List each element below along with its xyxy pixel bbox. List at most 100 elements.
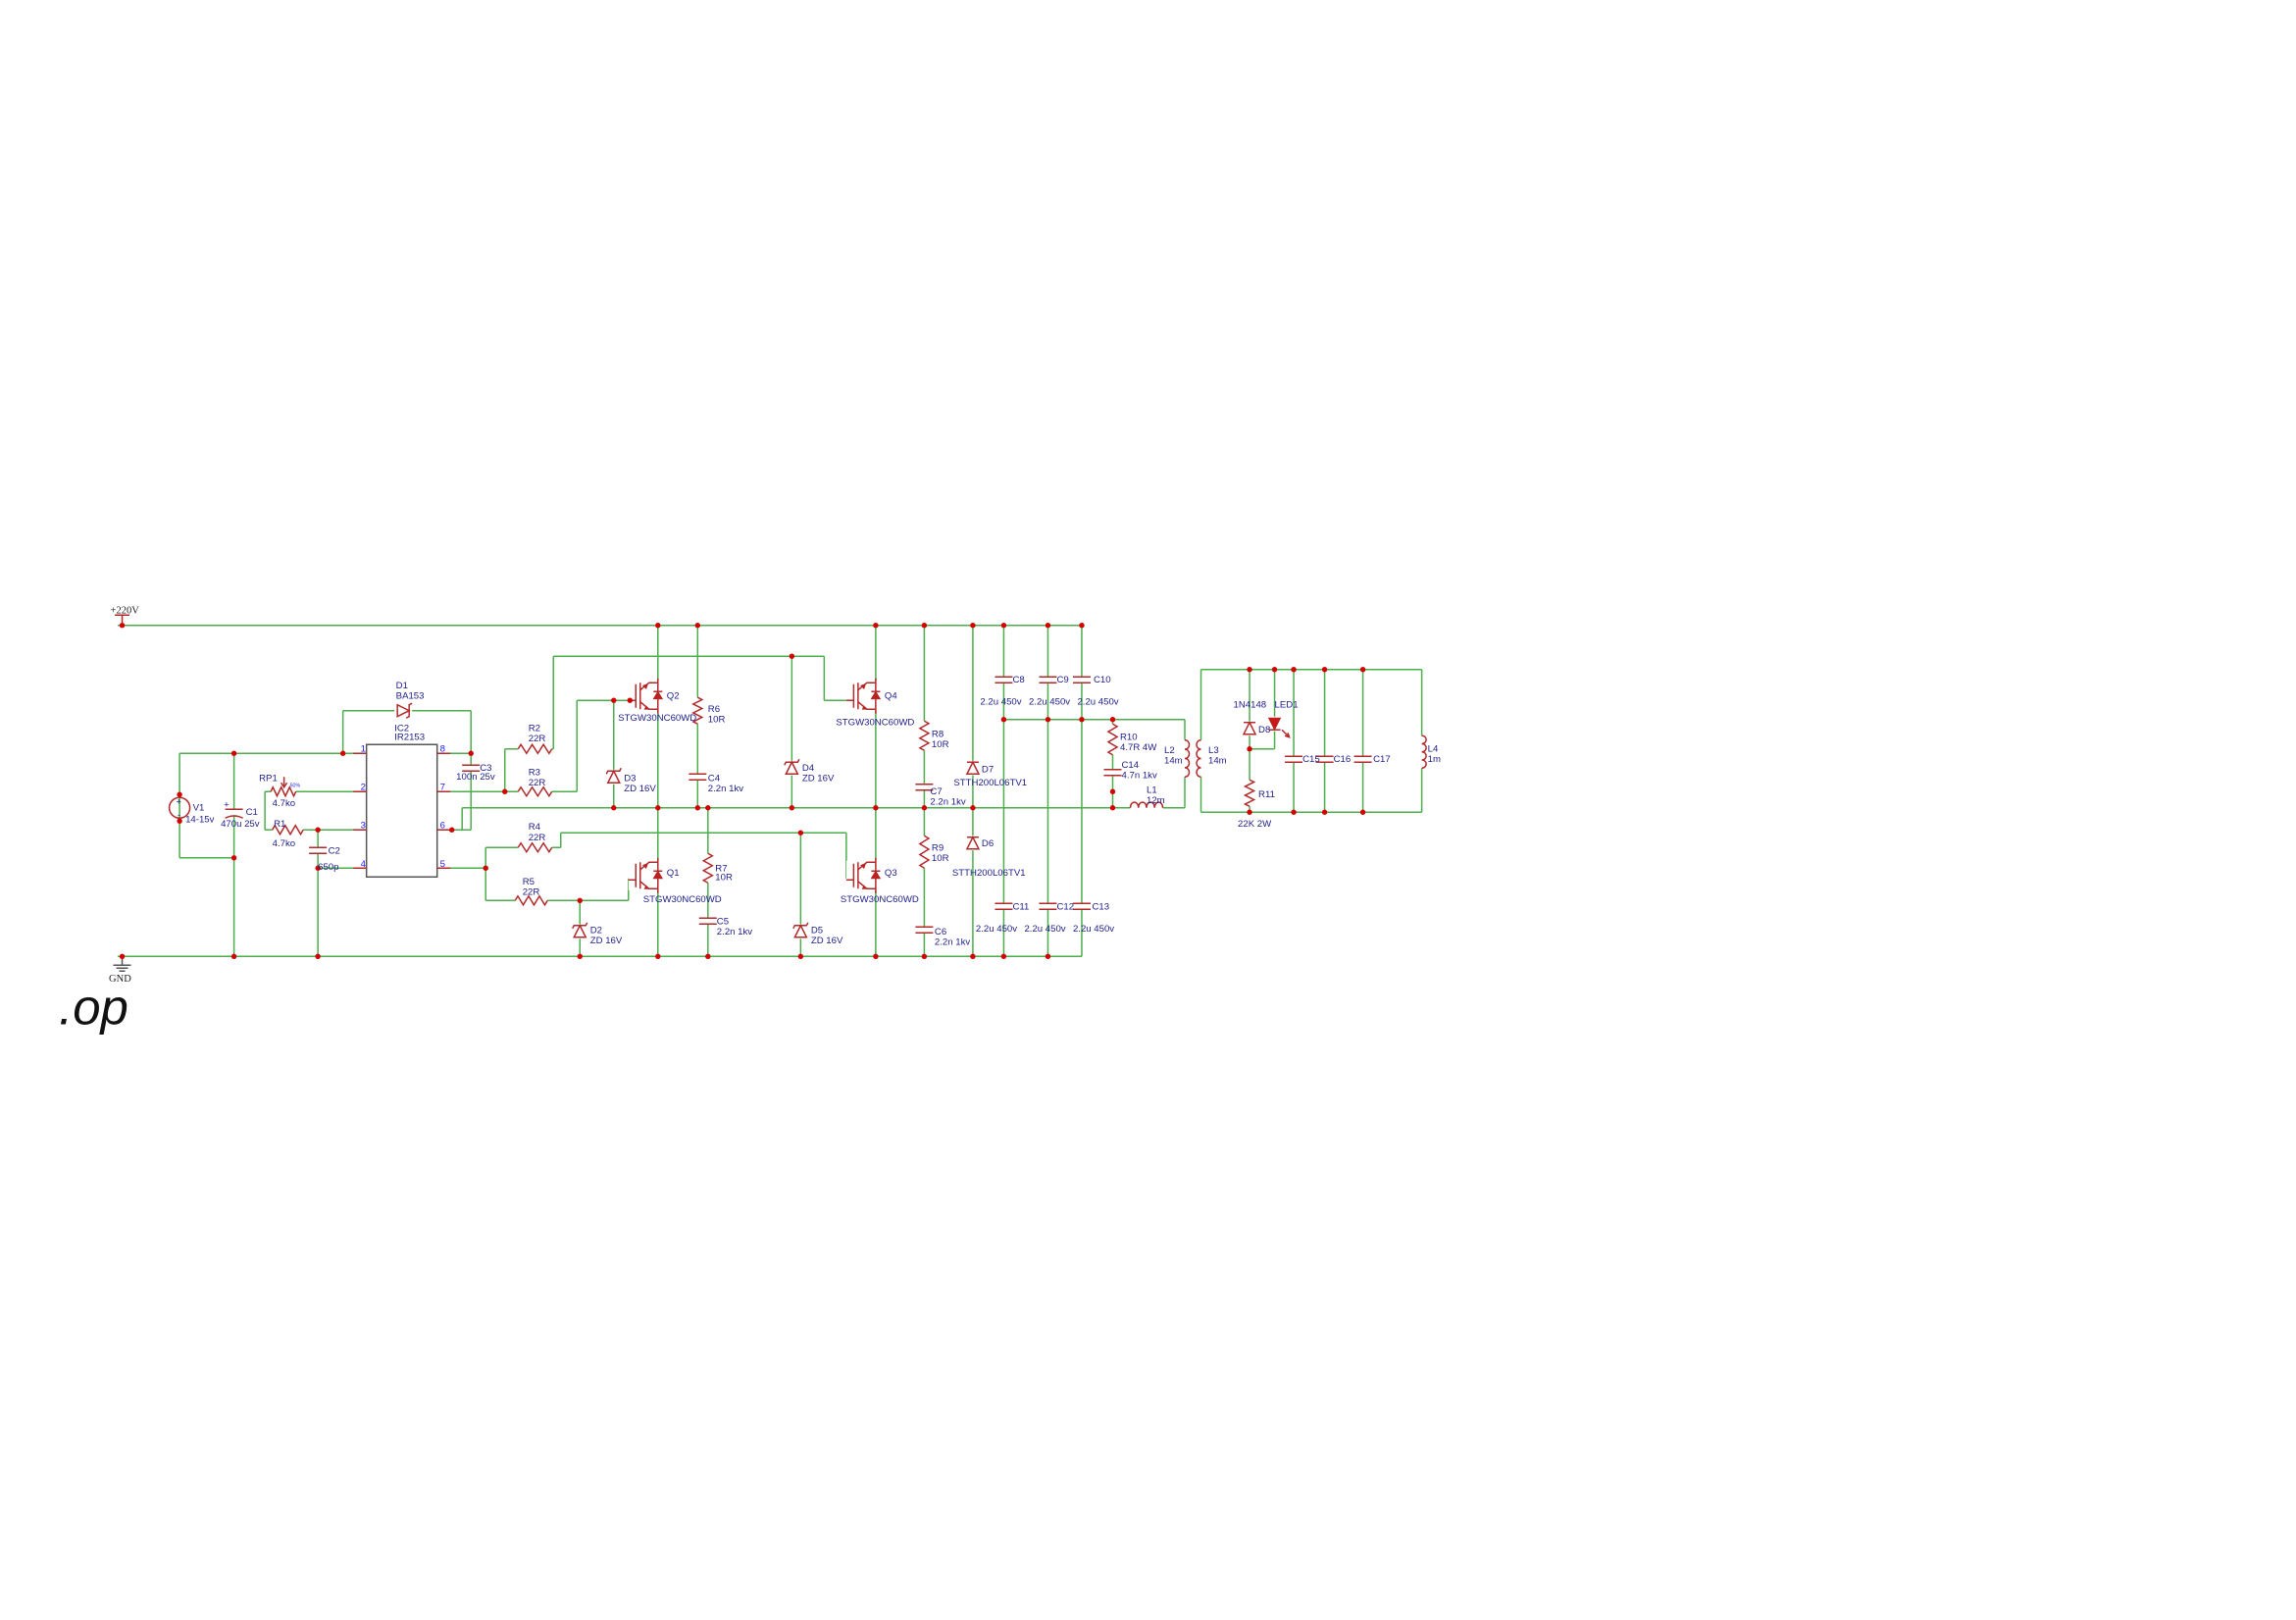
plus-icon: + — [224, 800, 230, 811]
value-label-D8: 1N4148 — [1234, 700, 1267, 711]
ref-label-Q3: Q3 — [885, 868, 897, 879]
resistor-R7 — [701, 852, 714, 884]
junction-dot — [502, 788, 508, 794]
ref-label-L4: L4 — [1428, 744, 1439, 755]
junction-dot — [873, 953, 879, 959]
junction-dot — [177, 791, 182, 797]
junction-dot — [694, 622, 701, 629]
value-label-V1: 14-15v — [185, 815, 215, 826]
capacitor-C3 — [462, 764, 481, 772]
igbt-Q1 — [628, 857, 667, 893]
zener-D2 — [572, 922, 588, 939]
junction-dot — [1000, 717, 1007, 723]
capacitor-C11 — [995, 902, 1013, 911]
zener-D4 — [784, 758, 800, 776]
value-label-Q2: STGW30NC60WD — [618, 713, 696, 724]
junction-dot — [627, 697, 633, 703]
ref-label-C15: C15 — [1302, 754, 1320, 765]
junction-dot — [655, 953, 661, 959]
value-label-Q3: STGW30NC60WD — [841, 894, 919, 905]
diode-D6 — [965, 835, 981, 851]
ref-label-C13: C13 — [1092, 901, 1109, 912]
sheet-title: .op — [59, 979, 128, 1035]
junction-dot — [315, 827, 321, 833]
minus-icon: - — [178, 810, 180, 821]
value-label-D2: ZD 16V — [590, 936, 623, 946]
junction-dot — [1045, 622, 1051, 629]
junction-dot — [694, 805, 701, 811]
value-label-D5: ZD 16V — [811, 936, 843, 946]
junction-dot — [655, 805, 661, 811]
ref-label-C14: C14 — [1121, 760, 1139, 771]
diode-D1 — [394, 702, 413, 719]
junction-dot — [921, 805, 928, 811]
junction-dot — [611, 697, 617, 703]
junction-dot — [655, 622, 661, 629]
ref-label-D1: D1 — [396, 681, 408, 691]
ref-label-R4: R4 — [529, 822, 541, 833]
ref-label-R2: R2 — [529, 724, 540, 734]
resistor-R3 — [517, 785, 553, 798]
value-label-C8: 2.2u 450v — [980, 697, 1021, 708]
value-label-R6: 10R — [708, 715, 726, 726]
junction-dot — [577, 897, 583, 903]
ref-label-D6: D6 — [982, 838, 994, 849]
value-label-C9: 2.2u 450v — [1029, 697, 1070, 708]
capacitor-C14 — [1103, 768, 1122, 777]
junction-dot — [1109, 717, 1116, 723]
ref-label-C6: C6 — [935, 927, 946, 937]
value-label-R5: 22R — [523, 886, 540, 897]
junction-dot — [1247, 667, 1252, 673]
junction-dot — [315, 953, 321, 959]
capacitor-C8 — [995, 676, 1013, 683]
ref-label-R11: R11 — [1258, 789, 1275, 800]
ic-pin-number: 2 — [361, 783, 366, 793]
junction-dot — [1247, 809, 1252, 815]
junction-dot — [339, 750, 346, 756]
ic-pin-number: 7 — [440, 783, 445, 793]
capacitor-C12 — [1039, 902, 1057, 911]
ref-label-D7: D7 — [982, 765, 994, 776]
igbt-Q3 — [845, 857, 885, 893]
ref-label-D4: D4 — [802, 763, 815, 774]
junction-dot — [1359, 667, 1366, 673]
ref-label-L1: L1 — [1147, 785, 1157, 796]
wires — [118, 624, 1423, 958]
ref-label-LED1: LED1 — [1275, 700, 1299, 711]
value-label-C11: 2.2u 450v — [976, 924, 1017, 935]
junction-dot — [468, 750, 474, 756]
junction-dot — [577, 953, 583, 959]
junction-dot — [1079, 717, 1085, 723]
junction-dot — [177, 818, 182, 824]
capacitor-C4 — [689, 773, 707, 781]
wiper-position: 50% — [290, 784, 301, 789]
value-label-C10: 2.2u 450v — [1077, 697, 1118, 708]
ref-label-C12: C12 — [1056, 901, 1074, 912]
junction-dot — [1045, 953, 1051, 959]
junction-dot — [1109, 788, 1116, 794]
value-label-R10: 4.7R 4W — [1120, 742, 1157, 753]
capacitor-C10 — [1072, 676, 1091, 683]
resistor-R8 — [918, 720, 931, 751]
ref-label-C11: C11 — [1012, 901, 1029, 912]
ref-label-RP1: RP1 — [259, 774, 278, 785]
junction-dot — [230, 855, 237, 861]
capacitor-C9 — [1039, 676, 1057, 683]
zener-D5 — [792, 922, 809, 939]
igbt-Q2 — [628, 678, 667, 714]
value-label-C4: 2.2n 1kv — [708, 784, 743, 794]
junction-dot — [873, 622, 879, 629]
value-label-C12: 2.2u 450v — [1024, 924, 1065, 935]
junction-dot — [1247, 746, 1252, 752]
diode-D8 — [1242, 721, 1257, 736]
junction-dot — [1000, 622, 1007, 629]
junction-dot — [1291, 809, 1297, 815]
voltage-source-V1: +- — [168, 796, 191, 821]
value-label-R11: 22K 2W — [1238, 819, 1272, 830]
ref-label-C10: C10 — [1094, 675, 1111, 685]
value-label-D6: STTH200L06TV1 — [952, 868, 1026, 879]
junction-dot — [315, 865, 321, 871]
junction-dot — [611, 805, 617, 811]
